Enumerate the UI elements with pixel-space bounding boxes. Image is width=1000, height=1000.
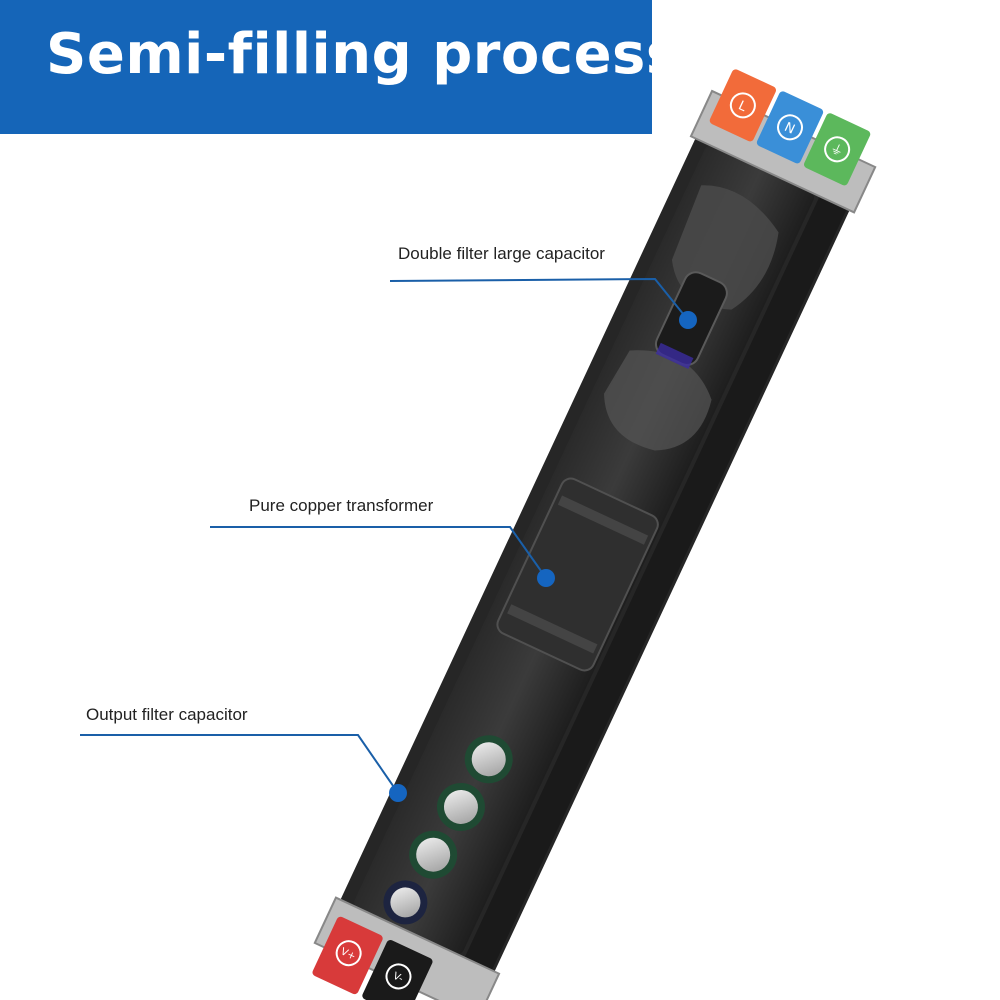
callout-output-capacitor-line bbox=[80, 734, 407, 802]
output-capacitors bbox=[383, 735, 513, 925]
callout-label-double-filter-capacitor: Double filter large capacitor bbox=[398, 244, 605, 263]
transformer bbox=[496, 477, 659, 672]
callout-transformer-line bbox=[210, 526, 555, 587]
terminal-ground[interactable] bbox=[803, 112, 872, 187]
terminal-n[interactable] bbox=[756, 90, 825, 165]
terminal-ground-label: ⏚ bbox=[827, 141, 845, 160]
title-banner: Semi-filling process bbox=[0, 0, 679, 134]
terminal-l[interactable] bbox=[708, 68, 777, 143]
power-supply-housing: L N ⏚ V+ V- bbox=[311, 68, 877, 1000]
callout-label-transformer: Pure copper transformer bbox=[249, 496, 434, 515]
terminal-vplus[interactable] bbox=[311, 915, 384, 995]
bottom-end-cap: V+ V- bbox=[311, 896, 501, 1000]
callout-double-filter-line bbox=[389, 277, 697, 329]
terminal-vminus-label: V- bbox=[391, 971, 405, 985]
page-title: Semi-filling process bbox=[46, 22, 680, 87]
callout-label-output-capacitor: Output filter capacitor bbox=[86, 705, 248, 724]
terminal-vminus[interactable] bbox=[361, 939, 434, 1000]
top-end-cap: L N ⏚ bbox=[689, 68, 877, 214]
